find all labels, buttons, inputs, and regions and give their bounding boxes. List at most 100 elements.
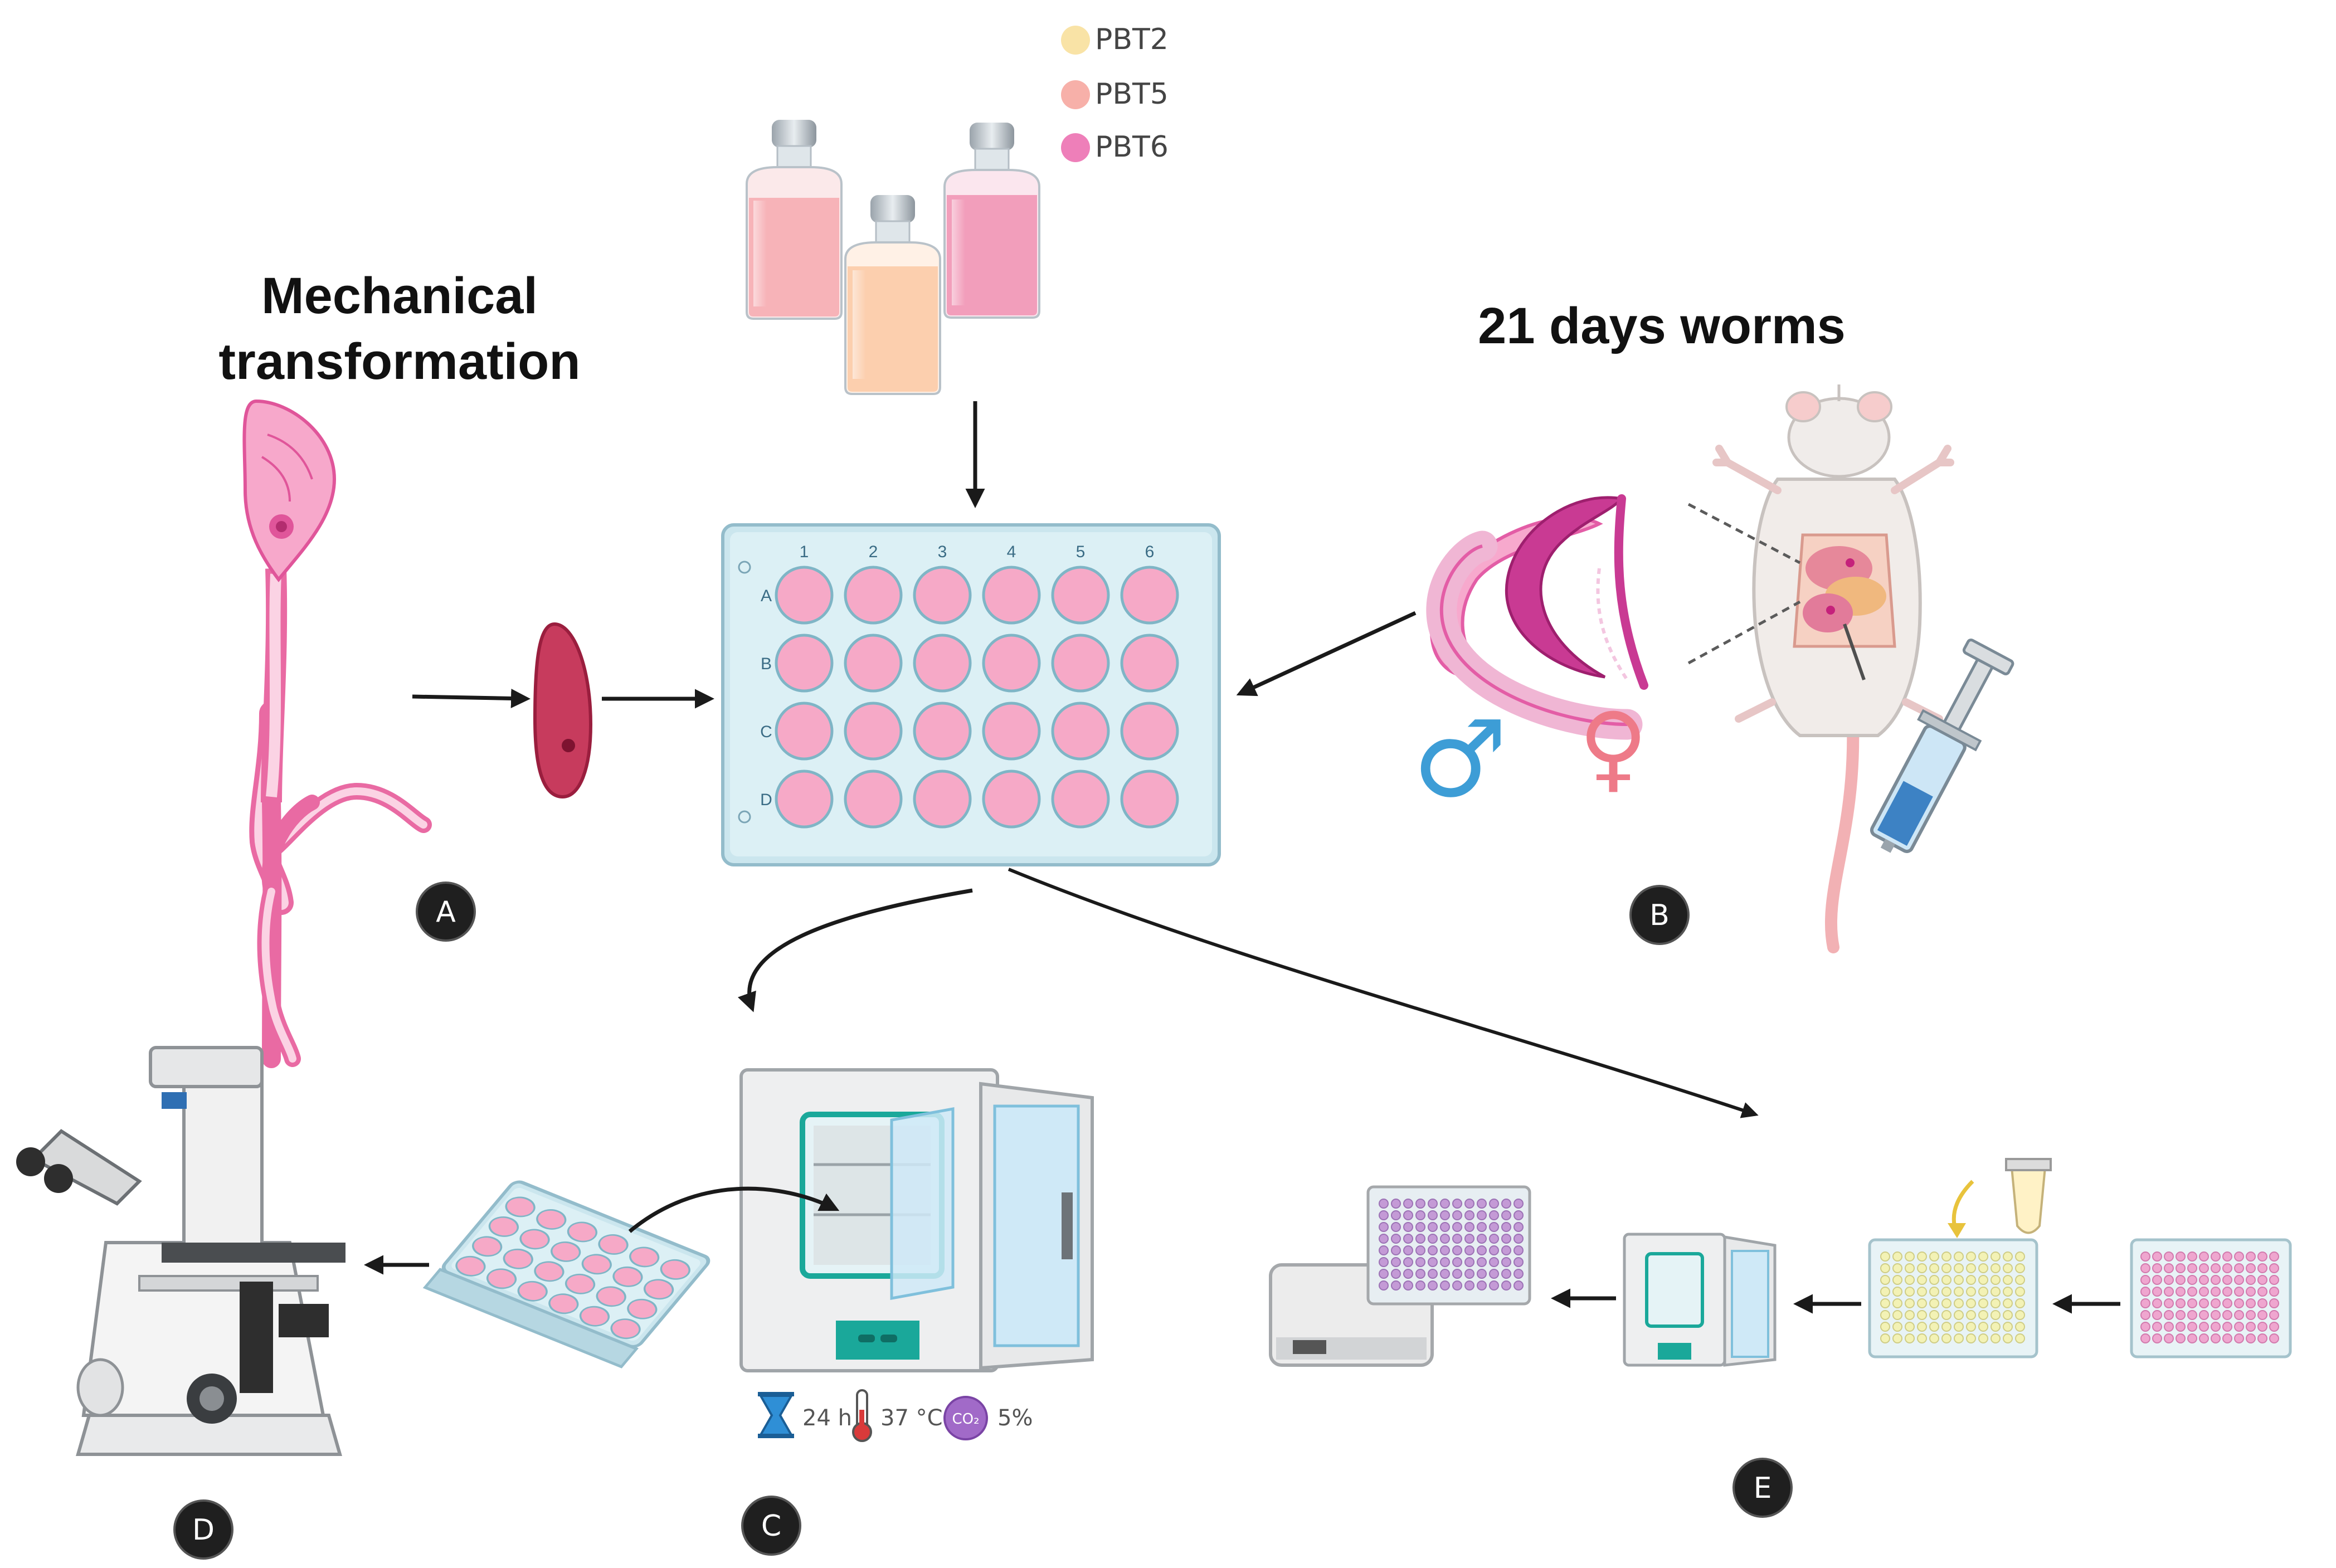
- small-plate-well: [629, 1246, 660, 1268]
- microplate-well: [2246, 1287, 2256, 1297]
- microplate-well: [1991, 1287, 2001, 1297]
- microplate-well: [1452, 1257, 1462, 1267]
- microplate-well: [1477, 1199, 1487, 1209]
- microplate-well: [1892, 1287, 1902, 1297]
- microplate-well: [1513, 1222, 1524, 1232]
- plate-24-column-label: 3: [938, 543, 947, 561]
- microplate-well: [2257, 1310, 2267, 1320]
- microplate-well: [1440, 1222, 1450, 1232]
- plate-24-column-label: 6: [1145, 543, 1155, 561]
- microplate-well: [1379, 1280, 1389, 1291]
- microplate-well: [2222, 1322, 2232, 1332]
- microplate-well: [1966, 1310, 1976, 1320]
- microplate-well: [2015, 1252, 2025, 1262]
- microplate-well: [1966, 1298, 1976, 1308]
- microplate-well: [1415, 1269, 1425, 1279]
- microplate-well: [2246, 1310, 2256, 1320]
- incubator-icon: [628, 1068, 1094, 1372]
- microplate-well: [1929, 1333, 1939, 1343]
- small-plate-well: [612, 1266, 643, 1287]
- incubation-conditions: 24 h 37 °C CO₂ 5%: [758, 1389, 1033, 1442]
- microplate-well: [1440, 1210, 1450, 1220]
- bottle-pbt5: [746, 120, 843, 320]
- microplate-well: [2187, 1263, 2197, 1273]
- microplate-well: [1477, 1222, 1487, 1232]
- plate-24-well: [1051, 770, 1110, 829]
- plate-24-column-label: 2: [869, 543, 878, 561]
- microplate-well: [1464, 1199, 1474, 1209]
- plate-24-well: [913, 566, 972, 625]
- microplate-well: [2140, 1298, 2150, 1308]
- small-plate-well: [567, 1221, 597, 1243]
- microplate-well: [1403, 1199, 1413, 1209]
- microplate-well: [2003, 1287, 2013, 1297]
- microplate-well: [1477, 1269, 1487, 1279]
- microplate-well: [1880, 1263, 1890, 1273]
- microplate-well: [1966, 1275, 1976, 1285]
- microplate-well: [2140, 1333, 2150, 1343]
- microplate-well: [1415, 1245, 1425, 1255]
- microplate-well: [1892, 1275, 1902, 1285]
- legend-item-pbt6: PBT6: [1061, 130, 1169, 164]
- microplate-well: [2199, 1310, 2209, 1320]
- plate-24-well: [913, 634, 972, 693]
- small-plate-well: [551, 1241, 581, 1262]
- microplate-well: [1440, 1234, 1450, 1244]
- plate-24-well: [1051, 566, 1110, 625]
- microplate-well: [1917, 1252, 1927, 1262]
- microplate-well: [1917, 1263, 1927, 1273]
- microplate-well: [2176, 1252, 2186, 1262]
- microplate-well: [2140, 1322, 2150, 1332]
- plate-24-well: [1120, 566, 1179, 625]
- microplate-well: [1991, 1252, 2001, 1262]
- plate-24-well: [775, 770, 834, 829]
- microplate-well: [1966, 1252, 1976, 1262]
- plate-24-row-label: B: [761, 655, 772, 673]
- microplate-well: [2222, 1252, 2232, 1262]
- microplate-well: [1978, 1263, 1988, 1273]
- microplate-well: [2152, 1287, 2162, 1297]
- microplate-well: [2176, 1310, 2186, 1320]
- microplate-well: [1991, 1333, 2001, 1343]
- microplate-well: [1513, 1269, 1524, 1279]
- microplate-well: [1941, 1310, 1951, 1320]
- plate-24-well: [844, 770, 903, 829]
- hourglass-icon: [758, 1392, 794, 1438]
- plate-24-column-label: 5: [1076, 543, 1086, 561]
- microplate-well: [2269, 1322, 2279, 1332]
- microplate-well: [2176, 1287, 2186, 1297]
- microplate-well: [2176, 1322, 2186, 1332]
- microplate-well: [1440, 1269, 1450, 1279]
- legend-swatch-pbt6: [1061, 133, 1090, 162]
- thermometer-icon: [852, 1389, 872, 1442]
- microplate-well: [2176, 1275, 2186, 1285]
- small-plate-well: [534, 1261, 564, 1282]
- microplate-well: [1929, 1252, 1939, 1262]
- microplate-well: [1489, 1234, 1499, 1244]
- microplate-well: [1391, 1234, 1401, 1244]
- small-plate-well: [581, 1254, 612, 1275]
- small-plate-well: [505, 1196, 536, 1218]
- microplate-well: [2257, 1263, 2267, 1273]
- microplate-well: [1513, 1234, 1524, 1244]
- microplate-well: [1379, 1210, 1389, 1220]
- small-plate-well: [455, 1255, 486, 1277]
- microplate-well: [2152, 1275, 2162, 1285]
- microplate-well: [2152, 1298, 2162, 1308]
- plate-24-column-label: 1: [800, 543, 809, 561]
- microplate-well: [2269, 1310, 2279, 1320]
- microplate-well: [1403, 1210, 1413, 1220]
- microplate-well: [2187, 1310, 2197, 1320]
- microplate-well: [2199, 1298, 2209, 1308]
- microplate-well: [1379, 1234, 1389, 1244]
- small-plate-well: [660, 1259, 690, 1280]
- microplate-well: [1991, 1310, 2001, 1320]
- microplate-well: [2140, 1310, 2150, 1320]
- microplate-well: [1966, 1263, 1976, 1273]
- incubation-temperature: 37 °C: [880, 1405, 943, 1431]
- microplate-well: [2246, 1298, 2256, 1308]
- plate-24-row-label: D: [760, 791, 772, 809]
- small-plate-well: [564, 1273, 596, 1294]
- microplate-well: [1428, 1245, 1438, 1255]
